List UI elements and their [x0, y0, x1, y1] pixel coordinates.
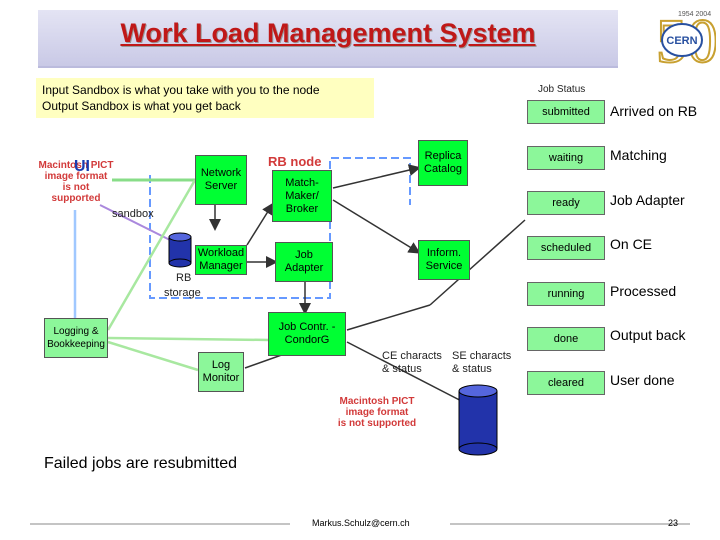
log-monitor-box: Log Monitor [198, 352, 244, 392]
rb-storage-label-2: storage [164, 287, 201, 299]
status-desc-running: Processed [610, 283, 677, 299]
ce-characts-label: CE characts & status [382, 350, 442, 375]
status-desc-ready: Job Adapter [610, 192, 685, 208]
job-status-header: Job Status [538, 84, 586, 95]
author-email: Markus.Schulz@cern.ch [312, 518, 410, 528]
pict-ce-line-2: image format [345, 407, 409, 418]
inform-service-box: Inform. Service [418, 240, 470, 280]
sandbox-note: Input Sandbox is what you take with you … [36, 78, 374, 118]
storage-element-cylinder [458, 384, 498, 456]
workload-to-match-arrow [246, 202, 274, 246]
pict-ui-line-3: is not supported [51, 182, 101, 204]
pict-ce-line-3: is not supported [337, 418, 417, 429]
status-desc-waiting: Matching [610, 147, 667, 163]
pict-ui-line-1: Macintosh PICT [38, 160, 114, 171]
match-to-inform-arrow [332, 199, 421, 254]
cern-50-logo: 50 CERN 1954 2004 [620, 2, 719, 77]
logging-bookkeeping-box: Logging & Bookkeeping [44, 318, 108, 358]
logging-to-contr-link [107, 336, 271, 342]
status-desc-scheduled: On CE [610, 236, 653, 252]
workload-manager-box: Workload Manager [195, 245, 247, 275]
job-adapter-box: Job Adapter [275, 242, 333, 282]
status-ready: ready [527, 191, 605, 215]
logo-org: CERN [666, 35, 697, 47]
inform-to-ce-line [429, 219, 526, 306]
pict-ce-line-1: Macintosh PICT [339, 396, 415, 407]
resubmit-note: Failed jobs are resubmitted [44, 455, 237, 472]
status-submitted: submitted [527, 100, 605, 124]
replica-catalog-box: Replica Catalog [418, 140, 468, 186]
status-desc-done: Output back [610, 327, 686, 343]
slide-title: Work Load Management System [120, 18, 536, 48]
status-cleared: cleared [527, 371, 605, 395]
pict-placeholder-ce: Macintosh PICT image format is not suppo… [330, 396, 424, 429]
sandbox-label: sandbox [112, 208, 154, 220]
rb-storage-cylinder [168, 232, 192, 268]
status-desc-cleared: User done [610, 372, 675, 388]
pict-placeholder-ui: Macintosh PICT image format is not suppo… [38, 160, 114, 204]
rb-node-label: RB node [268, 154, 322, 169]
ui-label: UI [74, 158, 90, 175]
page-number: 23 [668, 518, 679, 528]
status-scheduled: scheduled [527, 236, 605, 260]
status-waiting: waiting [527, 146, 605, 170]
pict-ui-line-2: image format [44, 171, 108, 182]
logging-to-network-link [106, 179, 197, 331]
note-line-2: Output Sandbox is what you get back [42, 99, 241, 113]
status-running: running [527, 282, 605, 306]
title-band [38, 10, 618, 68]
job-contr-box: Job Contr. - CondorG [268, 312, 346, 356]
logo-years: 1954 2004 [678, 11, 711, 18]
logo-oval [661, 23, 703, 57]
se-characts-label: SE characts & status [452, 350, 512, 375]
match-maker-box: Match-Maker/ Broker [272, 170, 332, 222]
note-line-1: Input Sandbox is what you take with you … [42, 83, 320, 97]
ui-to-storage-line [99, 204, 171, 241]
match-to-replica-arrow [332, 164, 421, 189]
contr-to-ce-line [346, 304, 431, 331]
rb-storage-label-1: RB [176, 272, 192, 284]
network-server-box: Network Server [195, 155, 247, 205]
logging-to-monitor-link [107, 340, 199, 372]
status-desc-submitted: Arrived on RB [610, 103, 698, 119]
contr-to-se-line [346, 341, 476, 409]
status-done: done [527, 327, 605, 351]
